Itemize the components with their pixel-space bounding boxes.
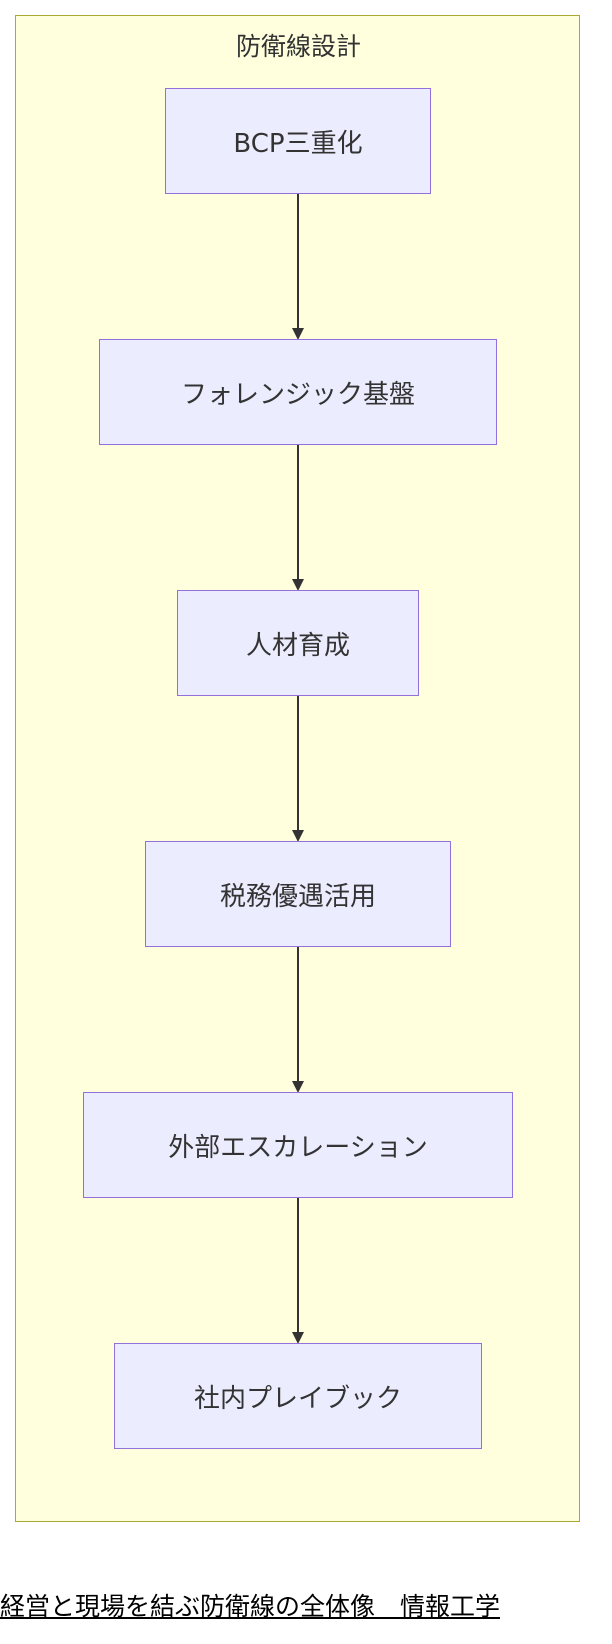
cluster-title: 防衛線設計 (235, 32, 361, 61)
node-talent-development: 人材育成 (177, 590, 419, 696)
node-tax-incentive: 税務優遇活用 (145, 841, 451, 947)
node-internal-playbook: 社内プレイブック (114, 1343, 482, 1449)
caption: 経営と現場を結ぶ防衛線の全体像 情報工学 (0, 1592, 501, 1621)
node-bcp-redundancy: BCP三重化 (165, 88, 431, 194)
node-forensic-platform: フォレンジック基盤 (99, 339, 497, 445)
cluster-defense-design: 防衛線設計 (15, 15, 580, 1522)
node-external-escalation: 外部エスカレーション (83, 1092, 513, 1198)
